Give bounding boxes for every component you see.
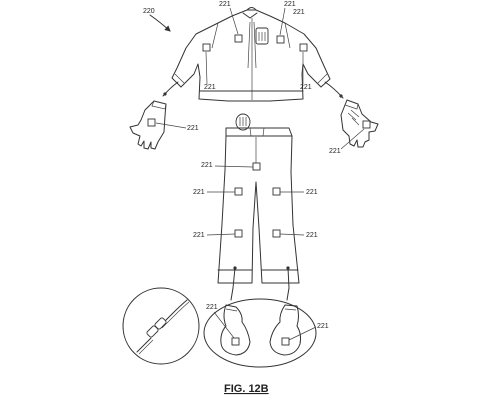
cable-connector <box>339 94 343 98</box>
jacket-chest-module-detail <box>258 32 266 41</box>
ref-221: 221 <box>284 1 296 8</box>
connector-detail-circle <box>122 287 200 365</box>
socks: 221 221 <box>203 298 329 368</box>
socks-detail-ellipse <box>203 298 317 368</box>
jacket-placket <box>247 21 257 69</box>
leader-line <box>213 311 235 339</box>
ref-221: 221 <box>317 323 329 330</box>
sensor-jacket-left-sleeve <box>202 43 211 52</box>
leader-line <box>155 122 187 129</box>
ref-221: 221 <box>206 304 218 311</box>
glove-left <box>129 100 167 150</box>
leader-line <box>279 7 286 36</box>
pants: 221 221 221 221 221 <box>193 113 318 301</box>
sensor-glove-left <box>147 118 156 127</box>
ref-221: 221 <box>306 189 318 196</box>
cable-connector <box>163 92 167 96</box>
leader-line <box>206 233 236 236</box>
assembly-ref-arrow <box>149 14 171 32</box>
gloves: 221 221 <box>129 81 379 155</box>
assembly-ref-label: 220 <box>143 8 155 15</box>
jacket-shoulder-seams <box>211 22 291 49</box>
leader-line <box>214 165 254 168</box>
sensor-glove-right <box>362 120 371 129</box>
sensor-pants-left-thigh <box>234 187 243 196</box>
sensor-pants-crotch <box>252 162 261 171</box>
leader-line <box>288 326 317 341</box>
ref-221: 221 <box>306 232 318 239</box>
ref-221: 221 <box>193 189 205 196</box>
jacket-collar <box>242 12 258 19</box>
leader-line <box>229 7 239 35</box>
figure-caption: FIG. 12B <box>224 383 269 395</box>
glove-right <box>340 99 379 148</box>
sensor-jacket-left-chest <box>234 34 243 43</box>
jacket-outline <box>171 9 331 102</box>
connector-cable <box>136 299 188 353</box>
ref-221: 221 <box>193 232 205 239</box>
sensor-pants-right-shin <box>272 229 281 238</box>
sock-right <box>269 304 302 356</box>
leader-line <box>340 128 365 150</box>
sensor-sock-left <box>231 337 240 346</box>
pants-waist-module-detail <box>239 117 247 126</box>
ref-221: 221 <box>300 84 312 91</box>
glove-left-cuff <box>151 100 167 110</box>
sensor-pants-left-shin <box>234 229 243 238</box>
connector-socket <box>154 317 167 330</box>
sensor-jacket-right-chest <box>276 35 285 44</box>
leader-line <box>279 233 305 236</box>
ref-221: 221 <box>329 148 341 155</box>
sock-cable-left <box>230 267 236 301</box>
ref-221: 221 <box>201 162 213 169</box>
leader-line <box>205 51 208 85</box>
jacket-cuff-left <box>174 73 185 84</box>
sensor-pants-right-thigh <box>272 187 281 196</box>
jacket-cuff-right <box>317 73 328 84</box>
sensor-sock-right <box>281 337 290 346</box>
glove-right-grip-detail <box>347 109 360 126</box>
jacket-hood <box>246 7 257 11</box>
jacket: 221 221 221 221 221 <box>171 1 331 102</box>
ref-221: 221 <box>219 1 231 8</box>
ref-221: 221 <box>187 125 199 132</box>
pants-outline <box>217 127 300 284</box>
sensor-jacket-right-sleeve <box>299 43 308 52</box>
ref-221: 221 <box>293 9 305 16</box>
connector-cable-sheath <box>138 301 190 355</box>
glove-right-cuff <box>344 99 359 110</box>
sock-left-band <box>225 308 238 312</box>
pants-belt-loops <box>249 127 265 137</box>
sock-right-band <box>284 308 297 311</box>
sock-left <box>220 304 251 356</box>
sock-cable-right <box>286 267 290 301</box>
ref-221: 221 <box>204 84 216 91</box>
connector-detail <box>122 287 200 365</box>
